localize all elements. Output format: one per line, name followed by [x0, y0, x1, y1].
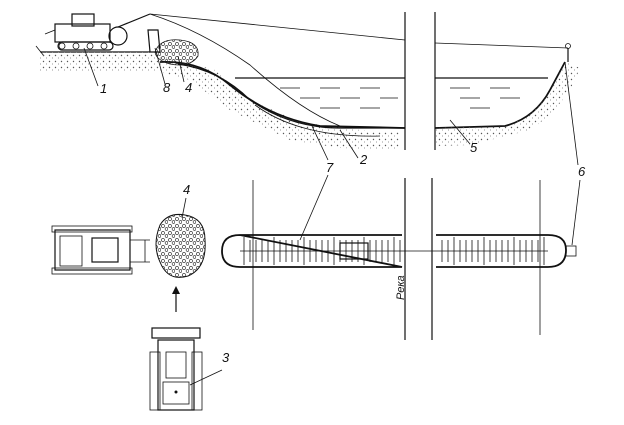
soil-pile-section [154, 39, 199, 66]
scraper-bucket-section [147, 29, 161, 53]
callout-5: 5 [470, 140, 478, 155]
callout-3: 3 [222, 350, 230, 365]
cable-drag [149, 13, 341, 127]
callout-6: 6 [578, 164, 586, 179]
trench-bottom [254, 104, 381, 137]
leaders [83, 47, 581, 386]
section-view [35, 12, 580, 150]
bulldozer-plan [149, 327, 203, 411]
soil-right [435, 62, 580, 146]
cable-top-left [149, 13, 406, 41]
arrow-up-icon [172, 286, 180, 312]
anchor-plan [565, 245, 577, 257]
winch-tractor-section [44, 13, 151, 51]
cable-top-right [434, 42, 569, 49]
trench-ticks [243, 237, 545, 265]
winch-tractor-plan [51, 225, 150, 275]
callout-7: 7 [326, 160, 334, 175]
callout-2: 2 [359, 152, 368, 167]
anchor-pulley [565, 43, 571, 49]
callout-1: 1 [100, 81, 107, 96]
soil-pile-plan [155, 214, 206, 278]
plan-view [51, 178, 577, 411]
water-dashes [280, 87, 520, 109]
trench-profile [177, 63, 405, 129]
river-label: Река [395, 275, 407, 300]
callout-4-plan: 4 [183, 182, 190, 197]
callout-8: 8 [163, 80, 171, 95]
scraper-bucket-plan [339, 242, 369, 260]
callout-4-section: 4 [185, 80, 192, 95]
